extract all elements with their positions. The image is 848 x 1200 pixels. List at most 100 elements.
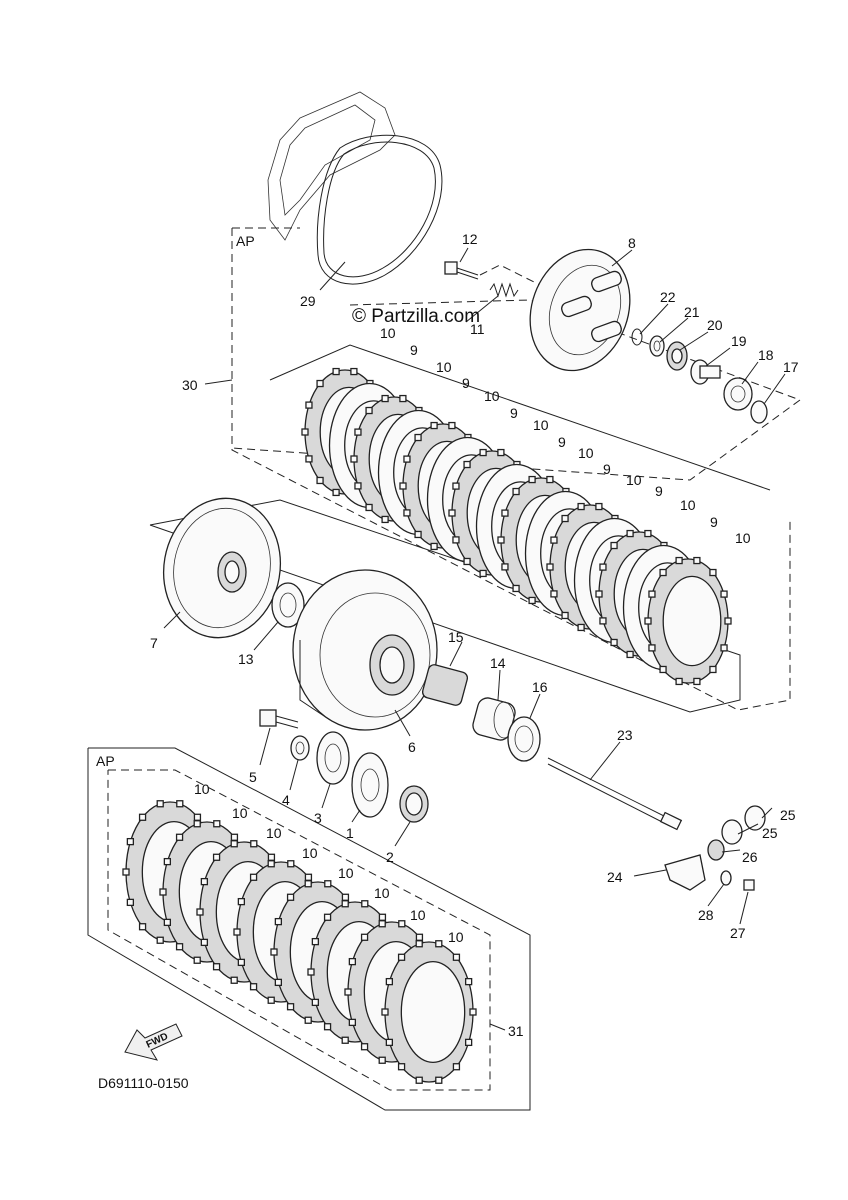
callout-20: 20 [707, 317, 723, 333]
assembly-box-31 [87, 747, 531, 1111]
callout-10-lower-8: 10 [448, 929, 464, 945]
callout-4: 4 [282, 792, 290, 808]
callout-27: 27 [730, 925, 746, 941]
bearing-25a [744, 805, 766, 831]
callout-10-upper-3: 10 [484, 388, 500, 404]
gear-1 [351, 752, 389, 818]
watermark: © Partzilla.com [352, 306, 480, 327]
ap-label-top: AP [236, 233, 255, 249]
callout-7: 7 [150, 635, 158, 651]
callout-12: 12 [462, 231, 478, 247]
ap-label-bottom: AP [96, 753, 115, 769]
clutch-boss-6 [292, 569, 438, 731]
callout-9-upper-4: 9 [558, 434, 566, 450]
lower-plate-stack [122, 800, 477, 1084]
callout-10-lower-3: 10 [266, 825, 282, 841]
callout-9-upper-5: 9 [603, 461, 611, 477]
bearing-18 [723, 377, 753, 411]
callout-3: 3 [314, 810, 322, 826]
callout-5: 5 [249, 769, 257, 785]
callout-9-upper-2: 9 [462, 375, 470, 391]
bearing-25b [721, 819, 743, 845]
callout-13: 13 [238, 651, 254, 667]
pressure-plate-8 [529, 248, 631, 372]
bolt-5 [259, 709, 299, 729]
callout-30: 30 [182, 377, 198, 393]
callout-6: 6 [408, 739, 416, 755]
plate-stack-box [269, 344, 771, 491]
oil-seal-26 [707, 839, 725, 861]
callout-16: 16 [532, 679, 548, 695]
callout-10-upper-4: 10 [533, 417, 549, 433]
thrust-washer-13 [271, 582, 305, 628]
leader-lines [163, 247, 786, 1031]
callout-10-upper-1: 10 [380, 325, 396, 341]
callout-10-lower-1: 10 [194, 781, 210, 797]
callout-22: 22 [660, 289, 676, 305]
callout-10-lower-4: 10 [302, 845, 318, 861]
callout-9-upper-6: 9 [655, 483, 663, 499]
callout-19: 19 [731, 333, 747, 349]
callout-10-lower-7: 10 [410, 907, 426, 923]
bolt-27 [743, 879, 755, 891]
washer-21 [649, 335, 665, 357]
fwd-arrow-icon: FWD [124, 1023, 183, 1061]
cover-gasket-29 [316, 134, 443, 285]
callout-10-upper-5: 10 [578, 445, 594, 461]
callout-28: 28 [698, 907, 714, 923]
callout-25-b: 25 [762, 825, 778, 841]
washer-4 [290, 735, 310, 761]
callout-2: 2 [386, 849, 394, 865]
bolt-12 [444, 261, 479, 280]
callout-18: 18 [758, 347, 774, 363]
callout-23: 23 [617, 727, 633, 743]
clutch-cover [267, 91, 396, 241]
spring-11 [489, 282, 519, 298]
callout-21: 21 [684, 304, 700, 320]
callout-10-upper-2: 10 [436, 359, 452, 375]
callout-14: 14 [490, 655, 506, 671]
primary-driven-gear-7 [162, 497, 282, 639]
callout-29: 29 [300, 293, 316, 309]
callout-9-upper-7: 9 [710, 514, 718, 530]
callout-10-upper-7: 10 [680, 497, 696, 513]
nut-17 [750, 400, 768, 424]
callout-8: 8 [628, 235, 636, 251]
thrust-washer-16 [507, 716, 541, 762]
lower-friction-plate-8 [381, 940, 477, 1084]
callout-10-upper-6: 10 [626, 472, 642, 488]
bearing-20 [666, 341, 688, 371]
callout-10-lower-5: 10 [338, 865, 354, 881]
callout-24: 24 [607, 869, 623, 885]
bearing-2 [399, 785, 429, 823]
assembly-box-30 [231, 227, 791, 711]
callout-26: 26 [742, 849, 758, 865]
push-rod-19 [690, 359, 721, 385]
callout-31: 31 [508, 1023, 524, 1039]
diagram-code: D691110-0150 [98, 1075, 189, 1091]
callout-1: 1 [346, 825, 354, 841]
callout-15: 15 [448, 629, 464, 645]
push-rod-23 [547, 757, 683, 831]
callout-10-lower-2: 10 [232, 805, 248, 821]
callout-10-lower-6: 10 [374, 885, 390, 901]
pressure-plate-box [231, 264, 802, 481]
clutch-housing-box [149, 499, 741, 713]
callout-11: 11 [470, 321, 485, 337]
push-lever-24 [664, 854, 706, 891]
callout-9-upper-3: 9 [510, 405, 518, 421]
callouts: 12 8 22 21 20 19 18 17 29 11 30 10 9 10 … [150, 231, 799, 1039]
callout-9-upper-1: 9 [410, 342, 418, 358]
upper-plate-stack [301, 367, 732, 686]
upper-plate-15 [644, 556, 732, 686]
circlip-22 [631, 328, 643, 346]
gear-3 [316, 731, 350, 785]
callout-10-upper-8: 10 [735, 530, 751, 546]
washer-28 [720, 870, 732, 886]
callout-25-a: 25 [780, 807, 796, 823]
callout-17: 17 [783, 359, 799, 375]
fwd-label: FWD [145, 1031, 170, 1051]
needle-bearing-15 [421, 664, 469, 706]
collar-14 [472, 697, 516, 741]
